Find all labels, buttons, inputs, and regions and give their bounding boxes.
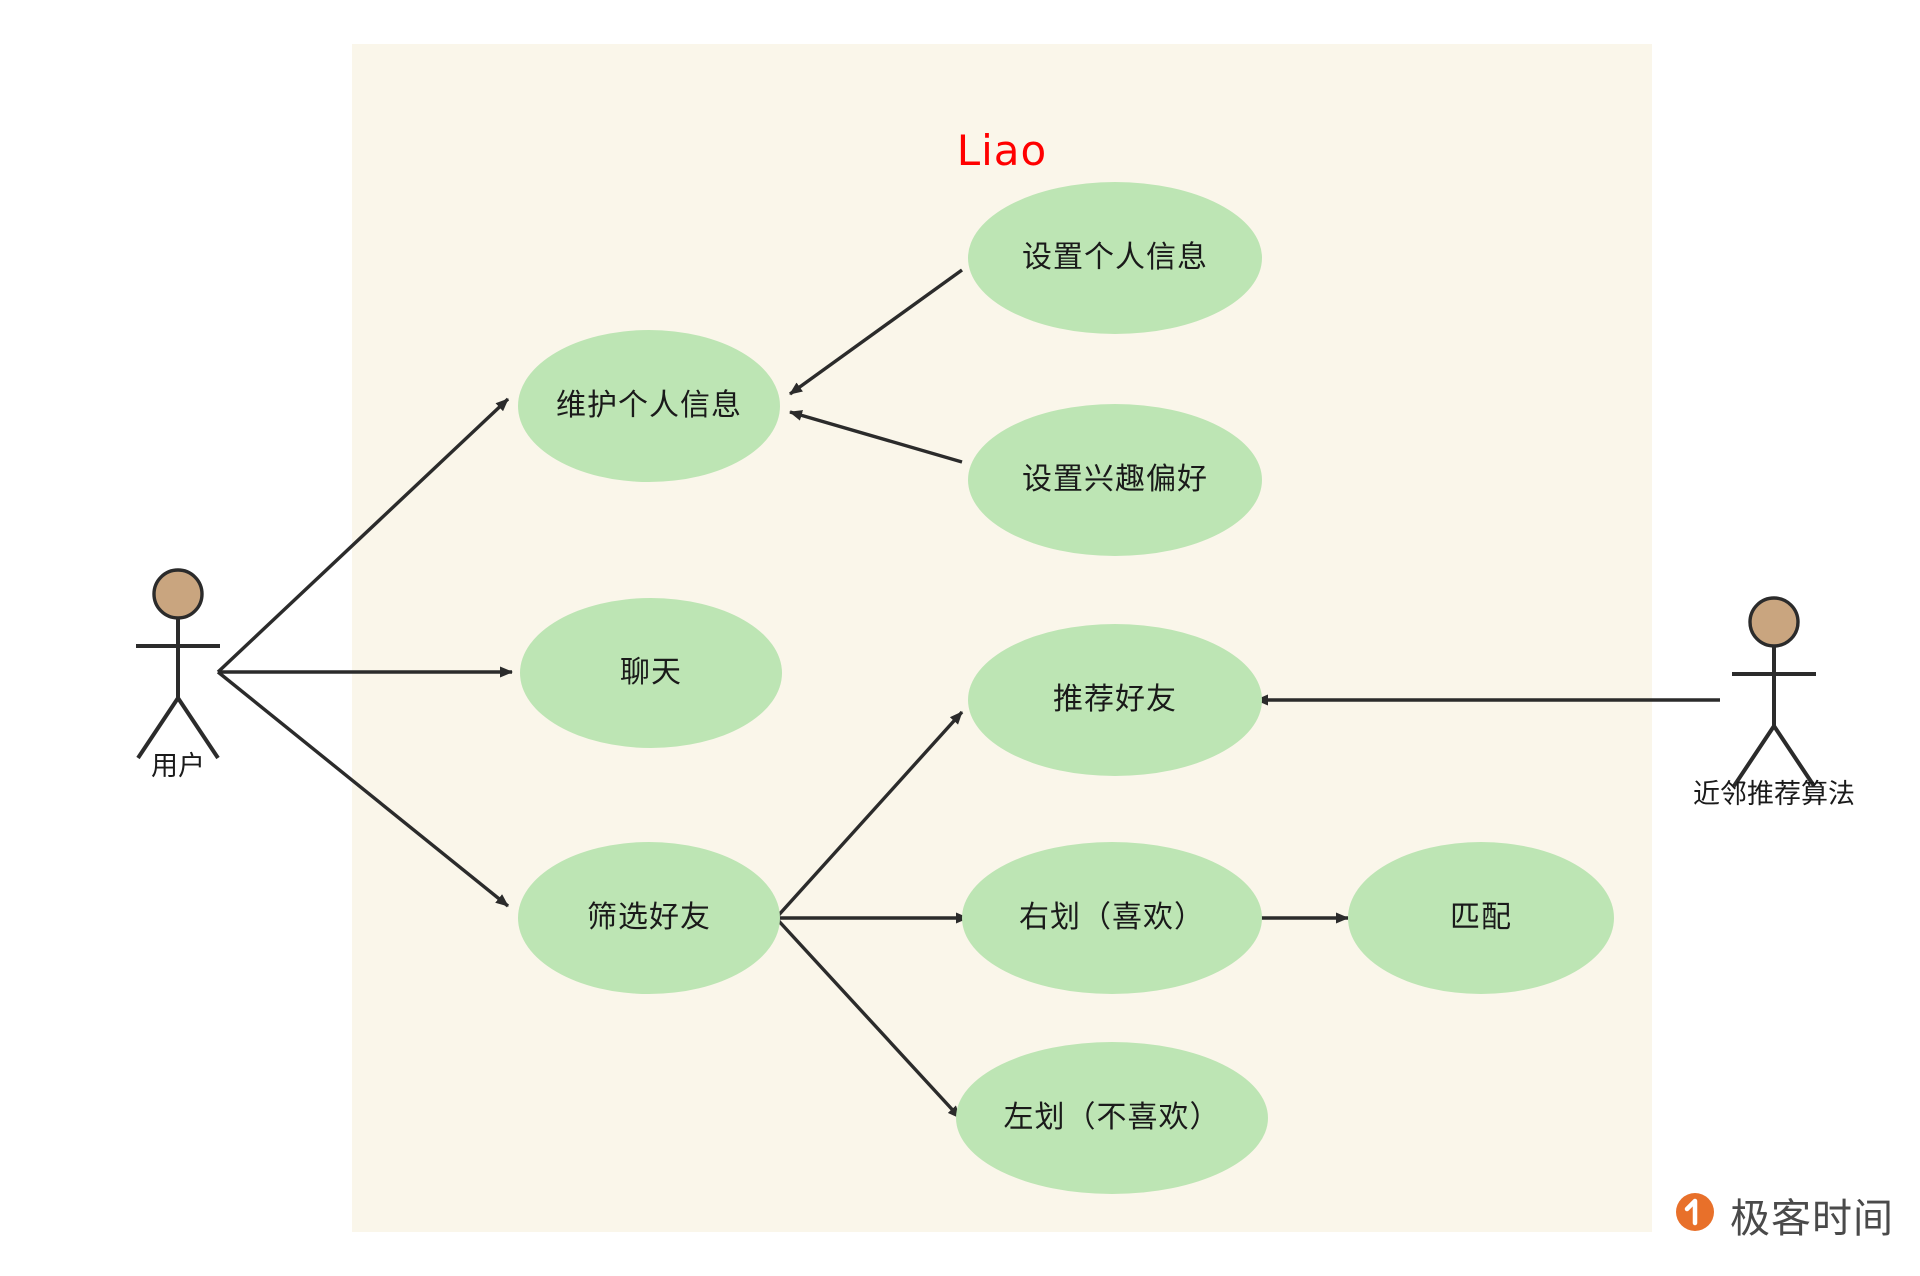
watermark-label: 极客时间 (1730, 1196, 1894, 1242)
use-case-match[interactable]: 匹配 (1348, 842, 1614, 994)
use-case-label: 右划（喜欢） (1019, 900, 1205, 935)
use-case-label: 维护个人信息 (556, 388, 742, 423)
use-case-label: 设置兴趣偏好 (1022, 462, 1208, 497)
watermark: 极客时间 (1672, 1186, 1894, 1244)
use-case-label: 设置个人信息 (1022, 240, 1208, 275)
actor-figure-icon (1732, 596, 1816, 788)
use-case-maintain-profile[interactable]: 维护个人信息 (518, 330, 780, 482)
actor-label: 近邻推荐算法 (1693, 779, 1855, 810)
use-case-label: 筛选好友 (587, 900, 711, 935)
use-case-recommend-friends[interactable]: 推荐好友 (968, 624, 1262, 776)
use-case-set-personal-info[interactable]: 设置个人信息 (968, 182, 1262, 334)
use-case-label: 聊天 (620, 655, 682, 690)
use-case-swipe-right[interactable]: 右划（喜欢） (962, 842, 1262, 994)
actor-neighbor-recommendation-algorithm[interactable]: 近邻推荐算法 (1693, 594, 1855, 810)
use-case-filter-friends[interactable]: 筛选好友 (518, 842, 780, 994)
use-case-swipe-left[interactable]: 左划（不喜欢） (956, 1042, 1268, 1194)
use-case-set-interests[interactable]: 设置兴趣偏好 (968, 404, 1262, 556)
actor-label: 用户 (151, 751, 205, 782)
use-case-label: 推荐好友 (1053, 682, 1177, 717)
system-boundary-title: Liao (956, 126, 1048, 175)
use-case-label: 左划（不喜欢） (1003, 1100, 1221, 1135)
geektime-logo-icon (1676, 1193, 1714, 1231)
actor-user[interactable]: 用户 (118, 566, 238, 782)
use-case-label: 匹配 (1450, 900, 1512, 935)
use-case-chat[interactable]: 聊天 (520, 598, 782, 748)
actor-figure-icon (136, 568, 220, 760)
